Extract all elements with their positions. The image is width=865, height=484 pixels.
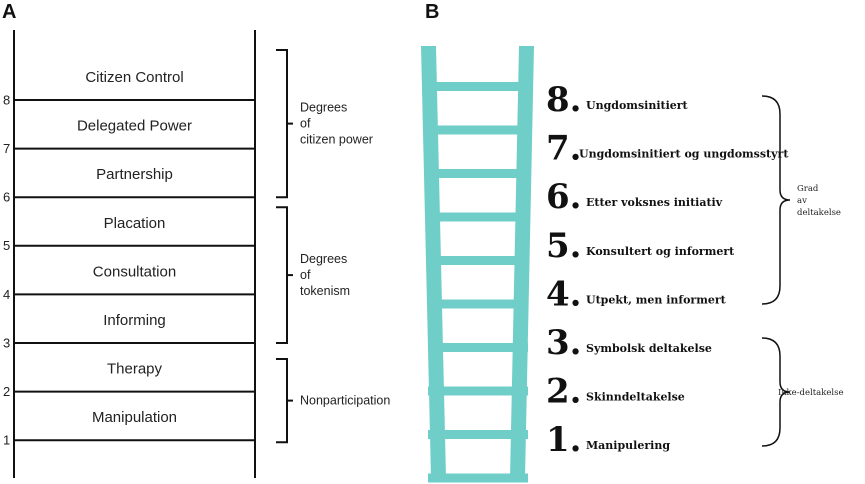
group-bracket [276,358,288,444]
group-label-line: of [300,117,311,131]
step-label: Ungdomsinitiert [586,99,689,112]
group-label-line: Degrees [300,101,347,115]
level-number-5: 5 [3,238,10,253]
rung-label: Consultation [93,263,176,280]
ladder-rung [428,82,528,91]
ladder-rung [428,343,528,352]
group-brace [761,95,791,305]
step-number: 2. [546,372,582,412]
ladder-step: 3. Symbolsk deltakelse [546,323,712,363]
level-number-8: 8 [3,92,10,107]
step-label: Ungdomsinitiert og ungdomsstyrt [579,148,789,161]
level-number-1: 1 [3,433,10,448]
step-number: 4. [546,274,582,314]
ladder-step: 5. Konsultert og informert [546,226,735,266]
group-label-line: tokenism [300,284,350,298]
level-number-6: 6 [3,190,10,205]
group-brace [761,337,791,447]
rung-label: Informing [103,312,166,329]
step-label: Manipulering [586,439,670,452]
ladder-step: 7.Ungdomsinitiert og ungdomsstyrt [546,129,789,169]
ladder-rung [428,212,528,222]
panel-a-letter: A [2,1,16,23]
group-label-line: of [300,268,311,282]
step-number: 8. [546,80,582,120]
level-number-2: 2 [3,384,10,399]
ladder-rung [428,386,528,396]
step-label: Symbolsk deltakelse [586,342,712,355]
group-label-line: Nonparticipation [300,394,390,408]
group-label-line: deltakelse [797,208,841,218]
step-number: 5. [546,226,582,266]
rung-label: Therapy [107,361,163,378]
rung-label: Citizen Control [85,69,183,86]
panel-b-letter: B [425,1,439,23]
step-label: Skinndeltakelse [586,391,685,404]
level-number-3: 3 [3,335,10,350]
ladder-rung [428,256,528,265]
ladder-step: 2. Skinndeltakelse [546,372,685,412]
group-label-line: Ikke-deltakelse [778,388,844,398]
ladder-step: 8. Ungdomsinitiert [546,80,689,120]
step-number: 3. [546,323,582,363]
step-number: 6. [546,177,582,217]
level-number-7: 7 [3,141,10,156]
level-number-4: 4 [3,287,10,302]
group-bracket [276,206,288,344]
rung-label: Placation [104,215,166,232]
ladder-step: 1. Manipulering [546,420,670,460]
step-label: Utpekt, men informert [586,293,727,306]
ladder-b-graphic [421,46,534,483]
step-number: 1. [546,420,582,460]
ladder-step: 6. Etter voksnes initiativ [546,177,723,217]
ladder-step: 4. Utpekt, men informert [546,274,727,314]
group-label-line: Degrees [300,252,347,266]
group-label-line: Grad [797,184,819,194]
ladder-rung [428,125,528,135]
ladder-rung [428,299,528,309]
ladder-rung [428,430,528,439]
group-bracket [276,49,288,199]
step-label: Etter voksnes initiativ [586,196,723,209]
group-label-line: citizen power [300,133,373,147]
step-number: 7. [546,129,582,169]
ladder-rung [428,473,528,483]
ladder-rung [428,169,528,178]
panel-b: B 8. Ungdomsinitiert 7.Ungdomsinitiert og … [421,1,844,483]
ladder-b-steps: 8. Ungdomsinitiert 7.Ungdomsinitiert og un… [546,80,789,460]
group-label-line: av [797,196,807,206]
rung-label: Delegated Power [77,118,192,135]
rung-label: Partnership [96,166,173,183]
rung-label: Manipulation [92,409,177,426]
step-label: Konsultert og informert [586,245,735,258]
